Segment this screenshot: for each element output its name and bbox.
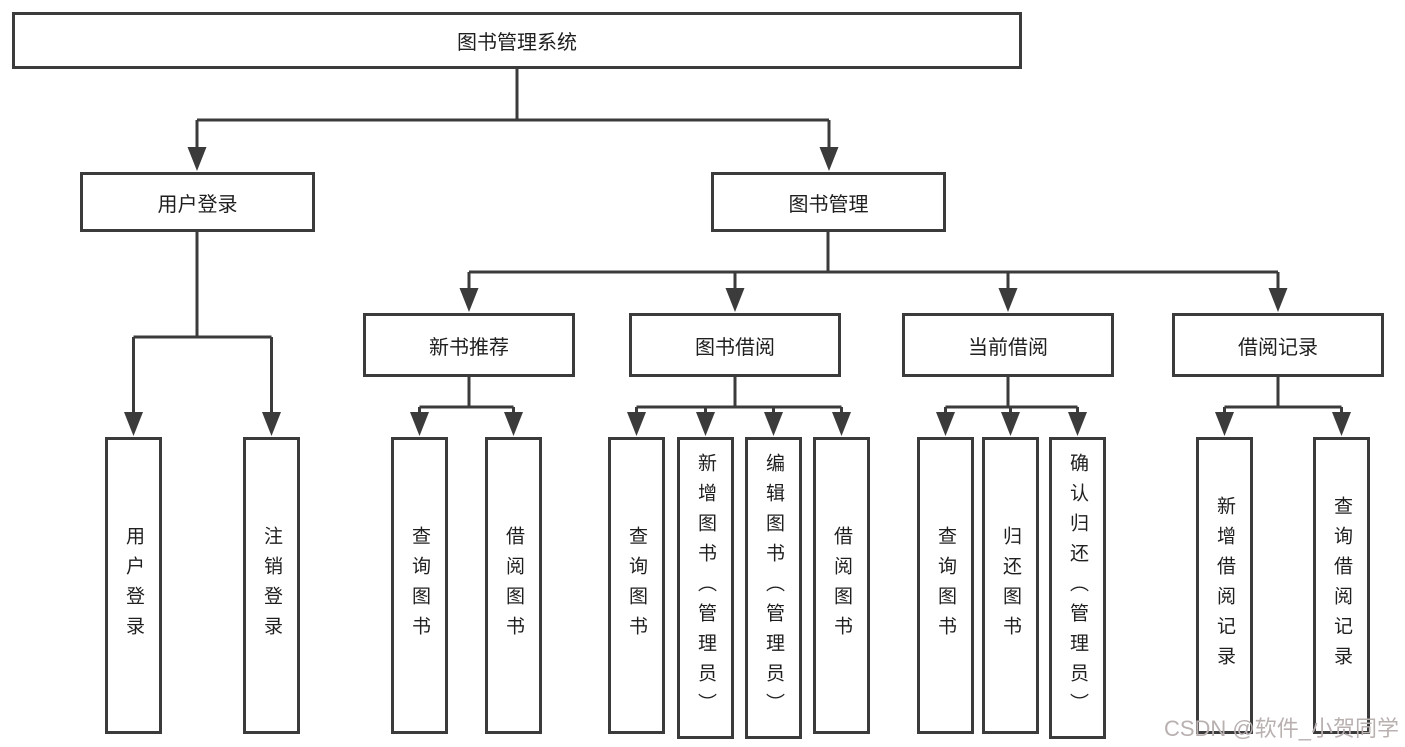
arrowhead (936, 412, 955, 436)
arrowhead (1068, 412, 1087, 436)
connector-new-books-children (410, 377, 523, 436)
node-user-login: 用户登录 (80, 172, 315, 232)
arrowhead (1001, 412, 1020, 436)
node-label: 借阅图书 (831, 525, 852, 646)
node-label: 新书推荐 (429, 336, 509, 359)
node-label: 用户登录 (123, 525, 144, 646)
node-label: 查询图书 (935, 525, 956, 646)
node-label: 确认归还（管理员） (1067, 453, 1088, 723)
node-book-management: 图书管理 (711, 172, 946, 232)
node-borrow-records: 借阅记录 (1172, 313, 1384, 377)
node-label: 新增借阅记录 (1214, 495, 1235, 676)
node-label: 借阅图书 (503, 525, 524, 646)
leaf-confirm-return-admin: 确认归还（管理员） (1049, 437, 1106, 739)
connector-book-borrow-children (627, 377, 851, 436)
arrowhead (187, 147, 207, 171)
arrowhead (696, 412, 715, 436)
arrowhead (1332, 412, 1351, 436)
arrowhead (819, 147, 839, 171)
node-label: 归还图书 (1000, 525, 1021, 646)
arrowhead (1268, 288, 1288, 312)
leaf-borrow-books: 借阅图书 (485, 437, 542, 734)
arrowhead (459, 288, 479, 312)
leaf-user-login: 用户登录 (105, 437, 162, 734)
leaf-add-borrow-record: 新增借阅记录 (1196, 437, 1253, 734)
leaf-borrow-books-2: 借阅图书 (813, 437, 870, 734)
leaf-query-books-3: 查询图书 (917, 437, 974, 734)
arrowhead (998, 288, 1018, 312)
connector-current-borrow-children (936, 377, 1087, 436)
arrowhead (1215, 412, 1234, 436)
node-root-system: 图书管理系统 (12, 12, 1022, 69)
arrowhead (504, 412, 523, 436)
node-label: 借阅记录 (1238, 336, 1318, 359)
leaf-return-books: 归还图书 (982, 437, 1039, 734)
node-new-book-recommend: 新书推荐 (363, 313, 575, 377)
node-label: 查询图书 (409, 525, 430, 646)
leaf-edit-books-admin: 编辑图书（管理员） (745, 437, 802, 739)
node-label: 注销登录 (261, 525, 282, 646)
node-label: 查询借阅记录 (1331, 495, 1352, 676)
connector-user-login-children (124, 232, 281, 436)
leaf-query-borrow-record: 查询借阅记录 (1313, 437, 1370, 734)
arrowhead (262, 412, 281, 436)
connector-borrow-records-children (1215, 377, 1351, 436)
watermark: CSDN @软件_小贺同学 (1163, 716, 1399, 741)
leaf-query-books: 查询图书 (391, 437, 448, 734)
arrowhead (764, 412, 783, 436)
node-label: 新增图书（管理员） (695, 453, 716, 723)
connector-book-mgmt-to-level2 (459, 232, 1288, 312)
node-label: 当前借阅 (968, 336, 1048, 359)
node-label: 查询图书 (626, 525, 647, 646)
node-book-borrow: 图书借阅 (629, 313, 841, 377)
arrowhead (124, 412, 143, 436)
leaf-query-books-2: 查询图书 (608, 437, 665, 734)
arrowhead (627, 412, 646, 436)
arrowhead (725, 288, 745, 312)
connector-root-to-level1 (187, 69, 839, 171)
leaf-add-books-admin: 新增图书（管理员） (677, 437, 734, 739)
node-label: 用户登录 (157, 193, 238, 216)
node-current-borrow: 当前借阅 (902, 313, 1114, 377)
node-label: 编辑图书（管理员） (763, 453, 784, 723)
node-label: 图书借阅 (695, 336, 775, 359)
node-label: 图书管理 (788, 193, 869, 216)
leaf-logout: 注销登录 (243, 437, 300, 734)
arrowhead (832, 412, 851, 436)
arrowhead (410, 412, 429, 436)
node-label: 图书管理系统 (457, 32, 577, 54)
